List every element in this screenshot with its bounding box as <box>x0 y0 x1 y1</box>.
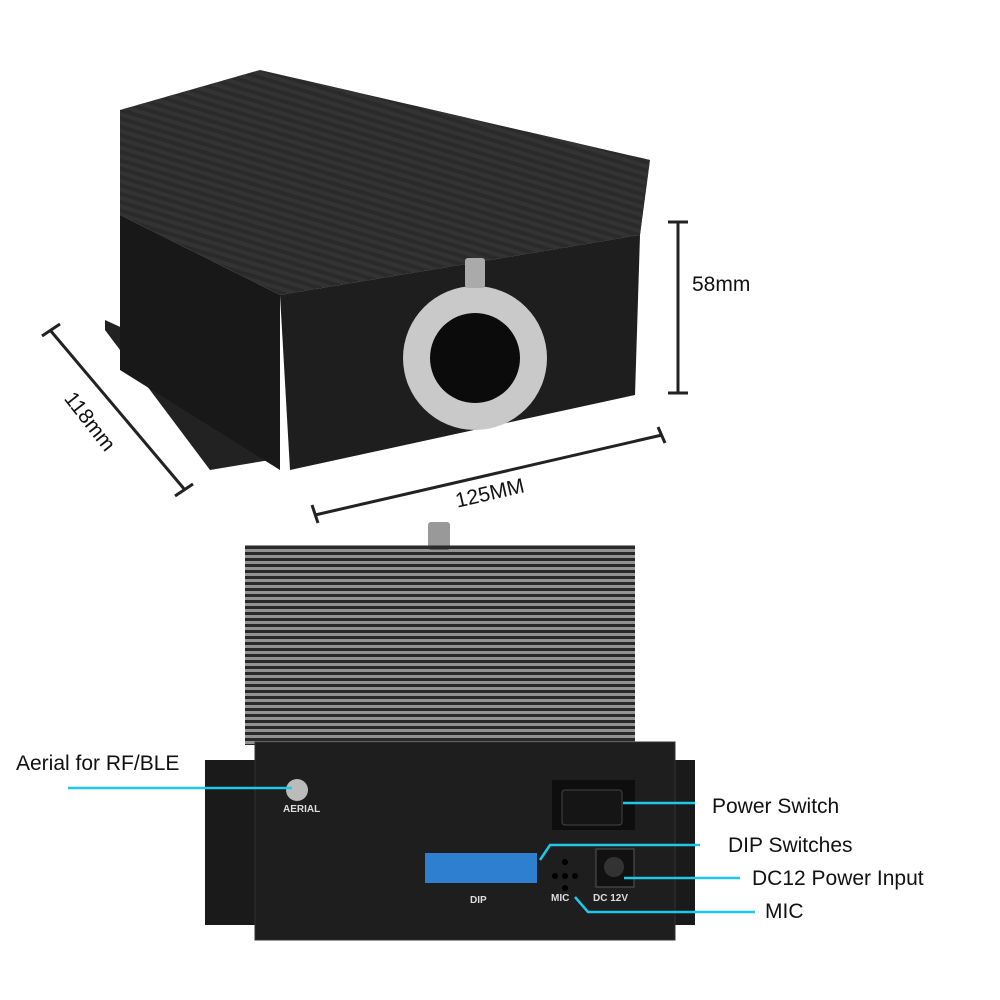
bottom-unit <box>205 522 695 941</box>
panel-label-dc: DC 12V <box>593 893 629 904</box>
callout-power-switch: Power Switch <box>712 795 840 818</box>
panel-label-dip: DIP <box>470 895 487 906</box>
callout-dip: DIP Switches <box>728 834 853 857</box>
callout-mic: MIC <box>765 900 804 923</box>
top-unit <box>105 70 650 470</box>
panel-label-aerial: AERIAL <box>283 804 321 815</box>
callout-lines <box>68 786 755 914</box>
height-dimension: 58mm <box>692 273 751 296</box>
callout-aerial: Aerial for RF/BLE <box>16 752 180 775</box>
callout-dc: DC12 Power Input <box>752 867 924 890</box>
dimension-lines <box>41 220 688 524</box>
panel-label-mic: MIC <box>551 893 570 904</box>
